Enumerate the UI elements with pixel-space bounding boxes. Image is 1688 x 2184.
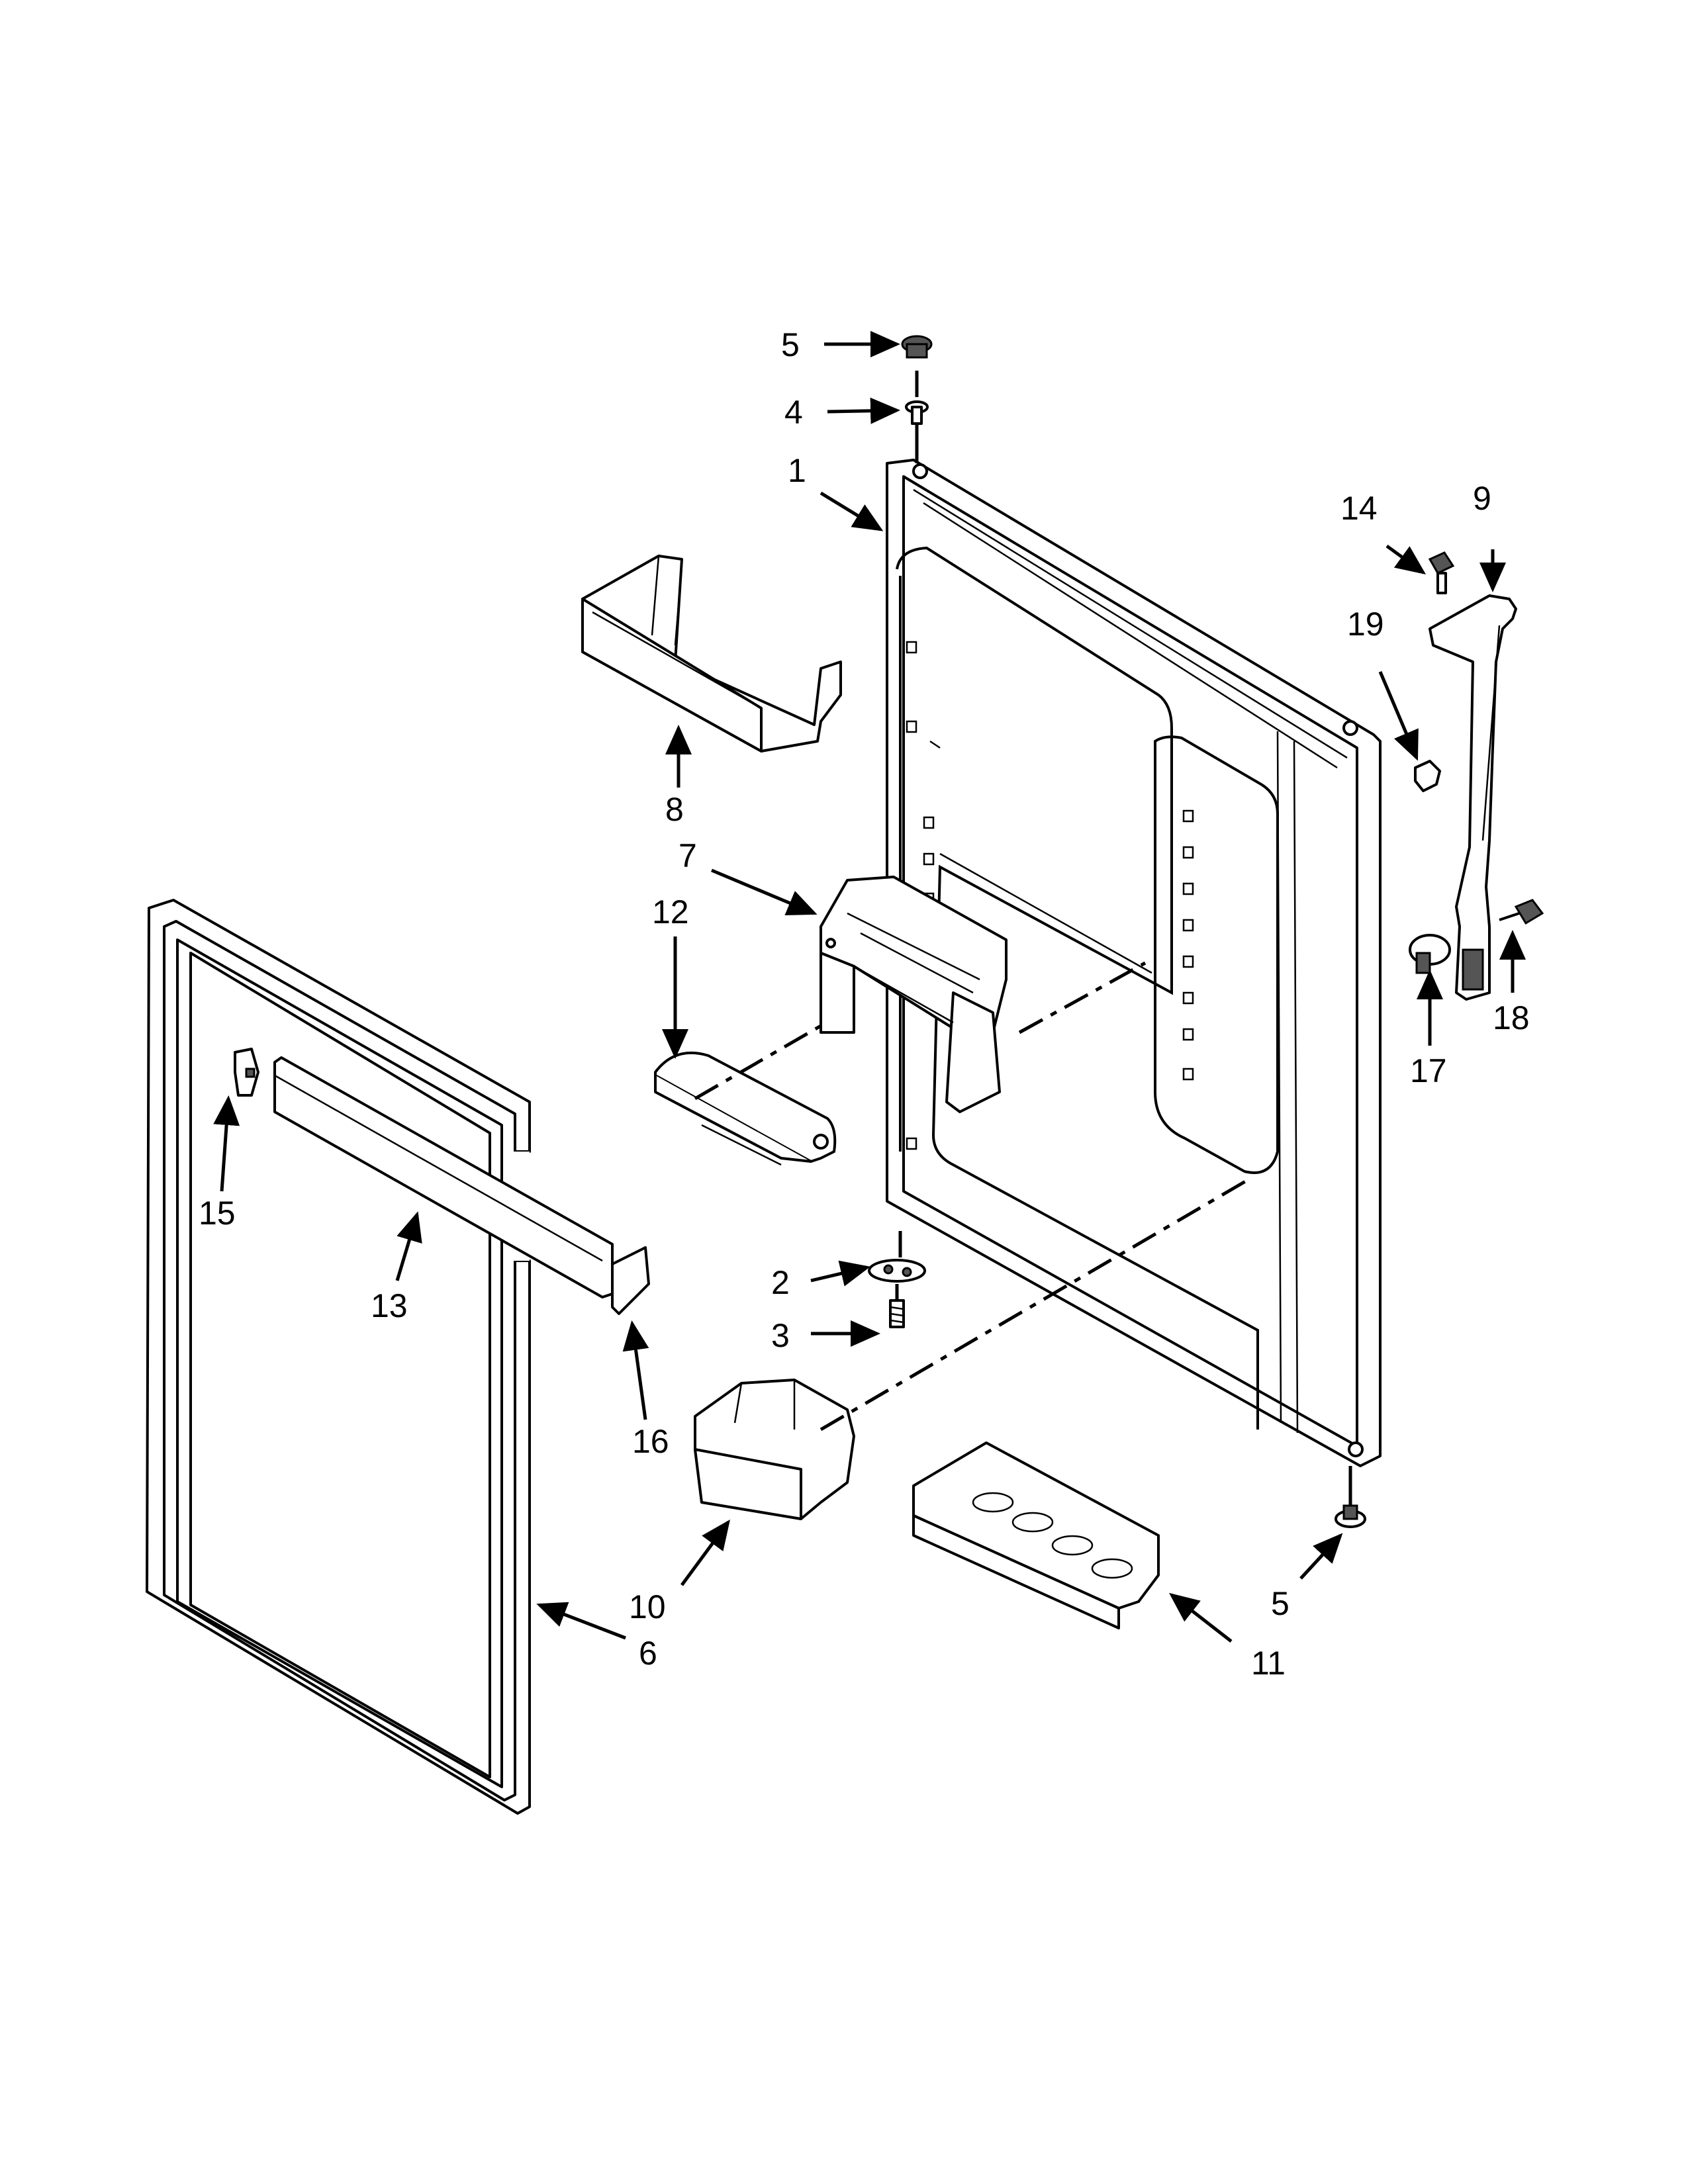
callout-6: 6 xyxy=(639,1635,657,1672)
door-gasket-part-6 xyxy=(146,899,531,1815)
cap-part-5-top xyxy=(901,335,933,359)
callout-1: 1 xyxy=(788,452,806,489)
setscrew-part-18 xyxy=(1499,899,1544,925)
callout-7: 7 xyxy=(679,837,697,874)
callout-15: 15 xyxy=(199,1195,236,1232)
handle-part-9 xyxy=(1429,594,1517,1001)
callout-14: 14 xyxy=(1340,490,1378,527)
egg-bin-part-11 xyxy=(912,1441,1160,1629)
handle-mount-part-17 xyxy=(1409,934,1451,974)
end-cap-part-16 xyxy=(611,1246,650,1315)
callout-4: 4 xyxy=(784,394,803,431)
callout-5-top: 5 xyxy=(781,326,800,363)
cap-part-5-bottom xyxy=(1335,1504,1366,1528)
callout-18: 18 xyxy=(1493,999,1530,1036)
callout-10: 10 xyxy=(629,1588,666,1625)
callout-19: 19 xyxy=(1347,606,1384,643)
callout-labels: 5 4 1 14 9 19 8 7 12 17 18 15 13 2 3 16 … xyxy=(199,326,1530,1682)
callout-9: 9 xyxy=(1473,480,1491,517)
screw-part-14 xyxy=(1428,551,1455,594)
hinge-washer-part-2 xyxy=(868,1259,926,1283)
callout-3: 3 xyxy=(771,1317,790,1354)
bin-cover-part-12 xyxy=(654,1051,837,1166)
small-door-bin-part-10 xyxy=(694,1379,855,1520)
callout-13: 13 xyxy=(371,1287,408,1324)
callout-8: 8 xyxy=(665,791,684,828)
callout-16: 16 xyxy=(632,1423,669,1460)
callout-2: 2 xyxy=(771,1264,790,1301)
leader-arrows xyxy=(213,331,1526,1643)
door-liner-part-1 xyxy=(886,459,1382,1467)
spacer-part-19 xyxy=(1414,760,1441,792)
callout-11: 11 xyxy=(1251,1645,1286,1682)
callout-12: 12 xyxy=(652,893,689,931)
door-bin-part-8 xyxy=(581,555,842,752)
assembly-lines xyxy=(694,371,1352,1506)
utility-bin-part-7 xyxy=(820,876,1008,1113)
hinge-screw-part-3 xyxy=(889,1299,905,1328)
end-cap-part-15 xyxy=(234,1048,259,1097)
pin-part-4 xyxy=(905,400,929,425)
callout-5-bottom: 5 xyxy=(1271,1585,1289,1622)
callout-17: 17 xyxy=(1410,1052,1447,1089)
